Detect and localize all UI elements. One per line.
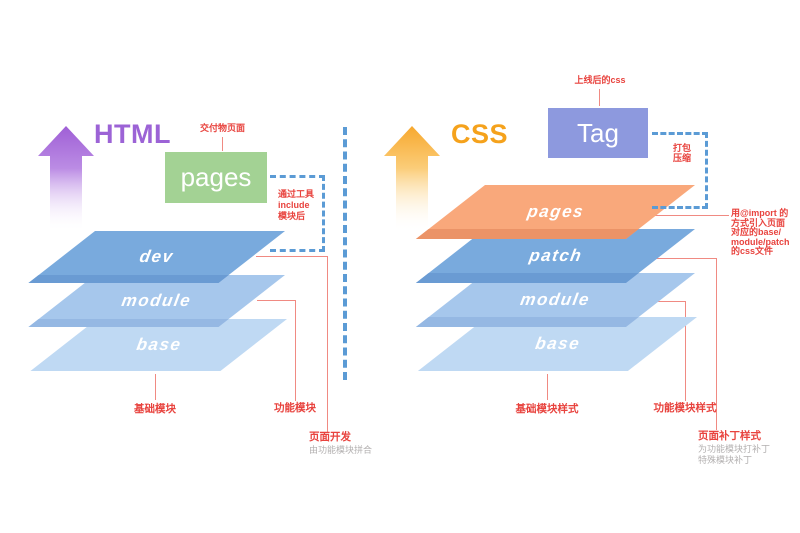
patch-callout-title: 页面补丁样式 <box>698 430 761 442</box>
import-note: 用@import 的 方式引入页面 对应的base/ module/patch … <box>731 208 790 257</box>
module-connector-line <box>257 300 296 401</box>
layer-css-base-label: base <box>533 334 582 353</box>
deliverable-note-line <box>222 137 223 151</box>
layer-module-shade <box>28 319 229 327</box>
pack-bracket <box>652 132 708 209</box>
base-callout: 基础模块 <box>134 403 176 415</box>
purple-up-arrow-icon <box>38 126 94 232</box>
dev-callout-sub: 由功能模块拼合 <box>309 445 373 455</box>
layer-patch-label: patch <box>527 246 584 265</box>
html-pages-box: pages <box>165 152 267 203</box>
orange-up-arrow-icon <box>384 126 440 232</box>
deliverable-note: 交付物页面 <box>199 123 245 133</box>
pack-note: 打包 压缩 <box>672 143 691 163</box>
include-note: 通过工具 include 模块后 <box>278 189 315 221</box>
patch-connector-line <box>650 258 717 430</box>
css-base-connector-line <box>547 374 548 400</box>
module-callout: 功能模块 <box>274 402 316 414</box>
layer-dev-label: dev <box>138 247 176 266</box>
section-divider <box>343 127 347 380</box>
layer-css-module-label: module <box>519 290 592 309</box>
css-module-callout: 功能模块样式 <box>653 402 717 414</box>
html-section-title: HTML <box>94 119 171 149</box>
css-base-callout: 基础模块样式 <box>515 403 579 415</box>
import-connector-line <box>640 215 729 216</box>
patch-callout-sub1: 为功能模块打补丁 <box>698 444 771 454</box>
css-module-connector-line <box>645 301 686 401</box>
layer-css-module-shade <box>415 317 639 327</box>
layer-css-pages-shade <box>415 229 639 239</box>
base-connector-line <box>155 374 156 400</box>
layer-css-pages-label: pages <box>525 202 586 221</box>
css-section-title: CSS <box>451 119 509 149</box>
layer-patch-shade <box>415 273 639 283</box>
tag-note-line <box>599 89 600 106</box>
css-tag-box-label: Tag <box>577 117 619 148</box>
include-bracket <box>270 175 325 252</box>
css-tag-box: Tag <box>548 108 648 158</box>
tag-note: 上线后的css <box>574 75 626 85</box>
layer-base-label: base <box>134 335 183 354</box>
dev-connector-line <box>256 256 328 432</box>
patch-callout-sub2: 特殊模块补丁 <box>698 455 753 465</box>
layer-module-label: module <box>120 291 194 310</box>
dev-callout-title: 页面开发 <box>309 431 351 443</box>
layer-dev-shade <box>28 275 229 283</box>
html-pages-box-label: pages <box>180 162 252 192</box>
